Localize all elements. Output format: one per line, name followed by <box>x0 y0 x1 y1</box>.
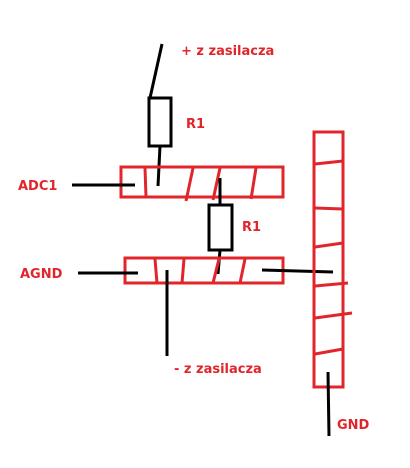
adc1-terminal-strip <box>119 165 285 202</box>
label-plus-supply: + z zasilacza <box>181 44 274 59</box>
label-gnd: GND <box>337 418 370 433</box>
agnd-to-gnd-wire <box>261 268 334 274</box>
resistor-r1-top <box>147 96 173 148</box>
label-minus-supply: - z zasilacza <box>174 362 262 377</box>
label-adc1: ADC1 <box>18 179 57 194</box>
label-r1-mid: R1 <box>242 220 261 235</box>
resistor-r1-mid <box>207 203 234 252</box>
gnd-terminal-strip <box>312 130 353 389</box>
label-agnd: AGND <box>20 267 63 282</box>
gnd-lead-wire <box>326 371 331 437</box>
label-r1-top: R1 <box>186 117 205 132</box>
plus-supply-wire <box>148 43 164 99</box>
agnd-terminal-strip <box>123 256 285 285</box>
